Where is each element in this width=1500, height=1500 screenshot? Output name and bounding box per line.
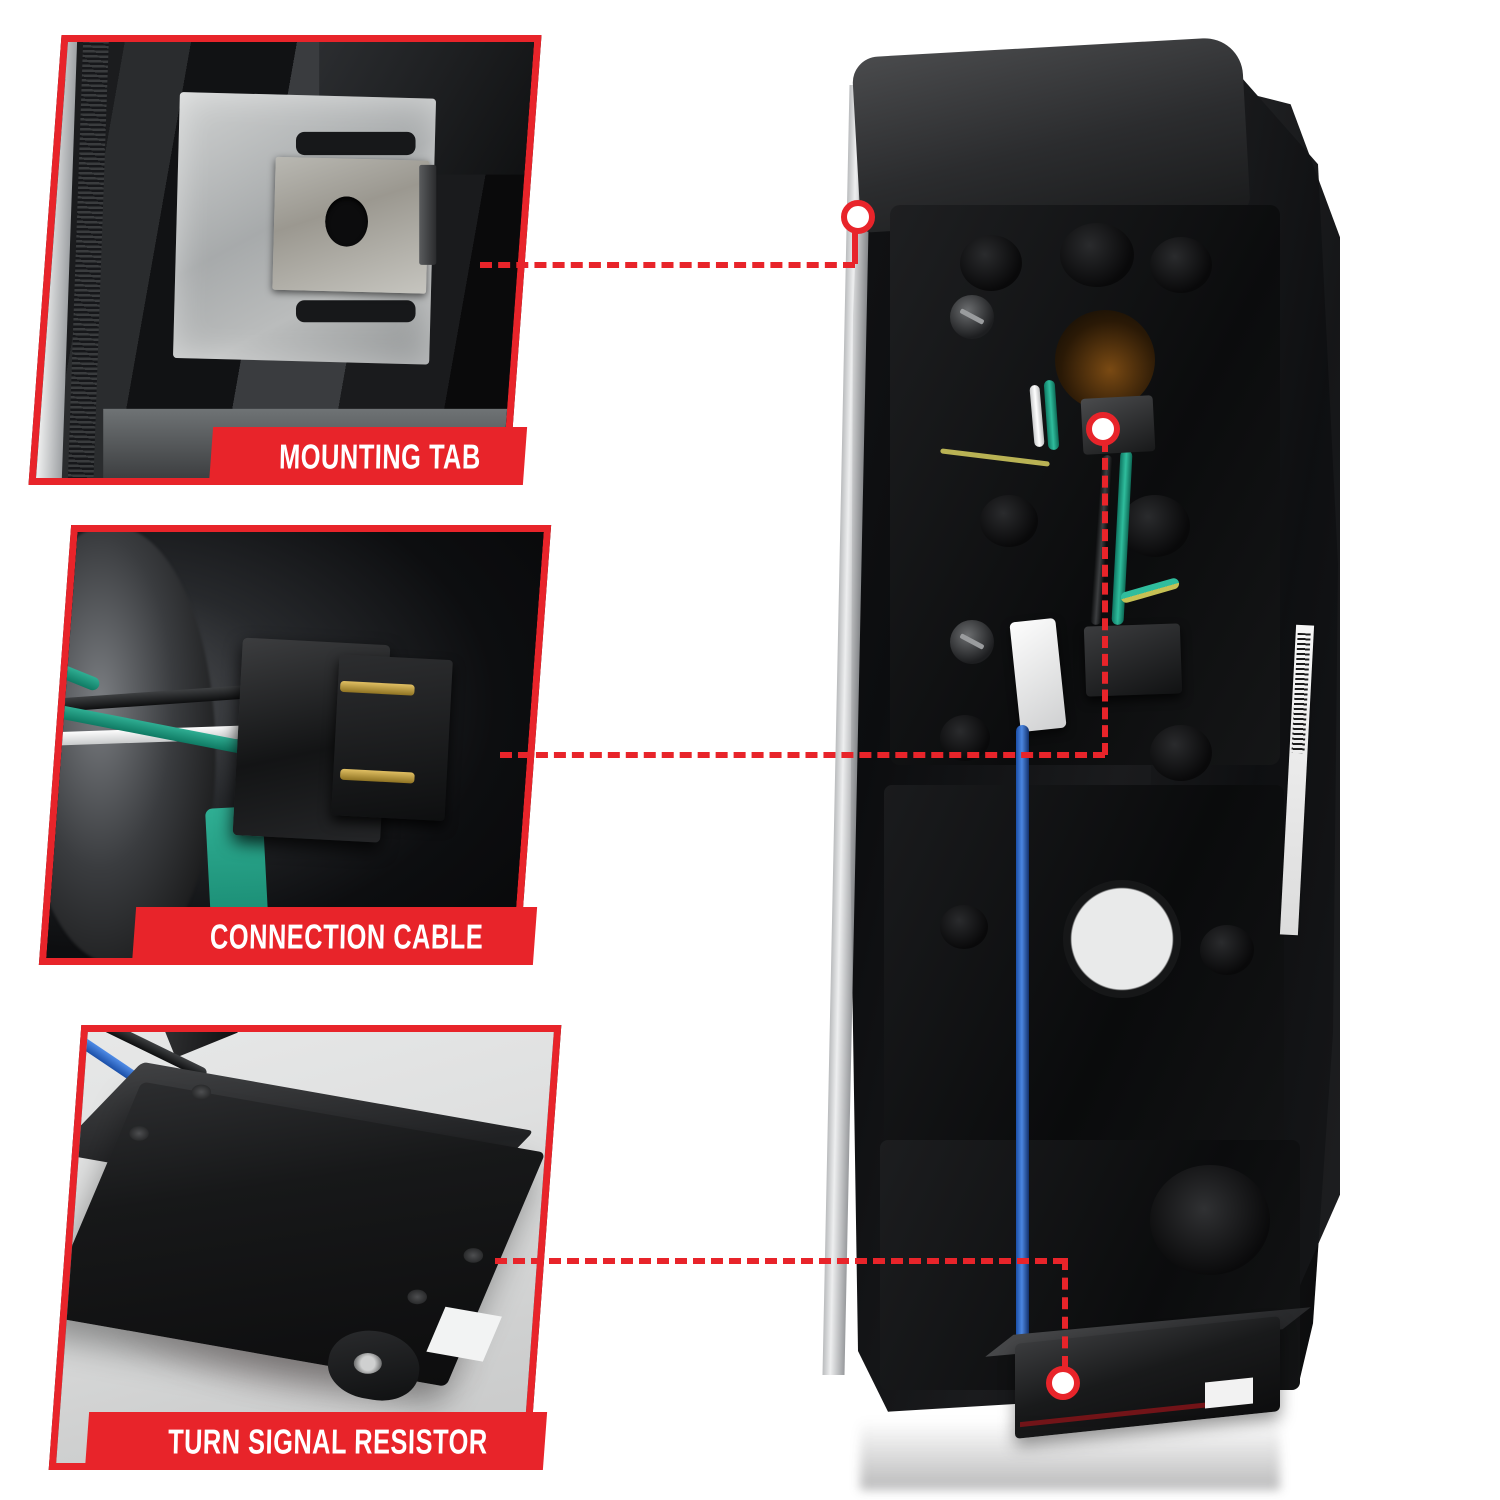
resistor-label-tag — [1205, 1377, 1253, 1409]
mold-dimple — [1150, 237, 1212, 293]
connector-line-turn-signal-resistor — [495, 1258, 1065, 1264]
product-reflection — [860, 1420, 1280, 1490]
connection-cable-photo — [38, 525, 552, 965]
mold-dimple — [1200, 925, 1254, 975]
turn-signal-resistor-marker[interactable] — [1046, 1366, 1080, 1400]
connector-stem-connection-cable — [1102, 440, 1108, 755]
mounting-tab-image — [28, 35, 542, 485]
connector-stem-turn-signal-resistor — [1062, 1258, 1068, 1368]
mold-dimple — [1150, 725, 1212, 781]
black-connector — [1083, 623, 1183, 697]
mounting-tab-photo — [28, 35, 542, 485]
mold-dimple — [960, 235, 1022, 291]
bulb-aperture — [1055, 310, 1155, 410]
callout-label-mounting-tab: MOUNTING TAB — [208, 427, 528, 485]
bulb-socket — [1063, 880, 1181, 998]
callout-label-text: TURN SIGNAL RESISTOR — [167, 1421, 489, 1461]
blue-wire — [1016, 725, 1029, 1340]
turn-signal-resistor-image — [48, 1025, 562, 1470]
mounting-tab-marker[interactable] — [841, 200, 875, 234]
callout-panel-mounting-tab[interactable]: MOUNTING TAB — [28, 35, 542, 485]
product-image-tail-light — [820, 25, 1380, 1490]
connector-line-mounting-tab — [480, 262, 855, 268]
top-shade-panel — [851, 36, 1251, 233]
callout-panel-connection-cable[interactable]: CONNECTION CABLE — [38, 525, 552, 965]
connector-stem-mounting-tab — [852, 232, 858, 264]
mold-dimple — [980, 495, 1038, 547]
callout-label-text: CONNECTION CABLE — [209, 916, 484, 956]
mold-dimple — [1060, 223, 1134, 287]
phillips-screw — [950, 295, 994, 339]
callout-label-text: MOUNTING TAB — [278, 436, 482, 476]
callout-label-connection-cable: CONNECTION CABLE — [131, 907, 538, 965]
callout-panel-turn-signal-resistor[interactable]: TURN SIGNAL RESISTOR — [48, 1025, 562, 1470]
connector-line-connection-cable — [500, 752, 1105, 758]
callout-label-turn-signal-resistor: TURN SIGNAL RESISTOR — [85, 1412, 548, 1470]
mold-dimple — [1120, 495, 1190, 557]
connection-cable-image — [38, 525, 552, 965]
phillips-screw — [950, 620, 994, 664]
connection-cable-marker[interactable] — [1086, 412, 1120, 446]
bulb-cap — [1150, 1165, 1270, 1275]
mold-dimple — [940, 905, 988, 949]
turn-signal-resistor-photo — [48, 1025, 562, 1470]
